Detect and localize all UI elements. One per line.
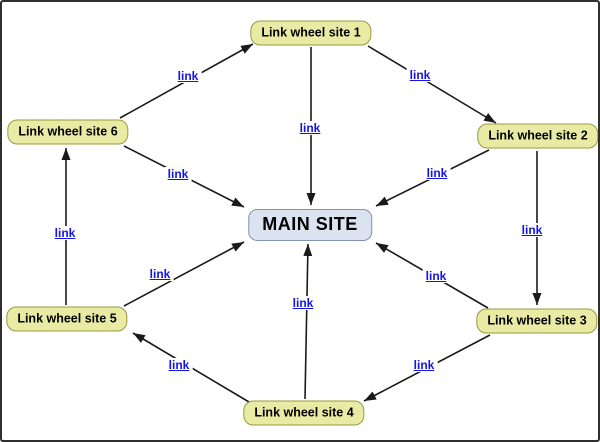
edge-label-site2-site3[interactable]: link (518, 223, 546, 237)
edge-site4-main (303, 243, 313, 400)
node-link-wheel-site-2[interactable]: Link wheel site 2 (477, 123, 598, 149)
node-link-wheel-site-5[interactable]: Link wheel site 5 (6, 306, 128, 332)
edge-label-site4-main[interactable]: link (289, 296, 317, 310)
edge-label-site6-main[interactable]: link (164, 167, 192, 181)
edge-label-site4-site5[interactable]: link (165, 358, 193, 372)
edge-label-site3-main[interactable]: link (422, 269, 450, 283)
node-link-wheel-site-1[interactable]: Link wheel site 1 (250, 20, 372, 46)
edge-label-site6-site1[interactable]: link (174, 69, 202, 83)
edge-label-site1-main[interactable]: link (296, 121, 324, 135)
edge-label-site3-site4[interactable]: link (410, 358, 438, 372)
node-link-wheel-site-6[interactable]: Link wheel site 6 (7, 119, 129, 145)
node-link-wheel-site-3[interactable]: Link wheel site 3 (476, 308, 598, 334)
node-main-site[interactable]: MAIN SITE (248, 209, 372, 241)
edge-label-site2-main[interactable]: link (423, 166, 451, 180)
edge-label-site5-site6[interactable]: link (51, 226, 79, 240)
edge-site1-site2 (367, 45, 497, 124)
edge-site5-main (123, 241, 245, 307)
edge-label-site1-site2[interactable]: link (406, 68, 434, 82)
edge-label-site5-main[interactable]: link (146, 267, 174, 281)
node-link-wheel-site-4[interactable]: Link wheel site 4 (243, 400, 365, 426)
